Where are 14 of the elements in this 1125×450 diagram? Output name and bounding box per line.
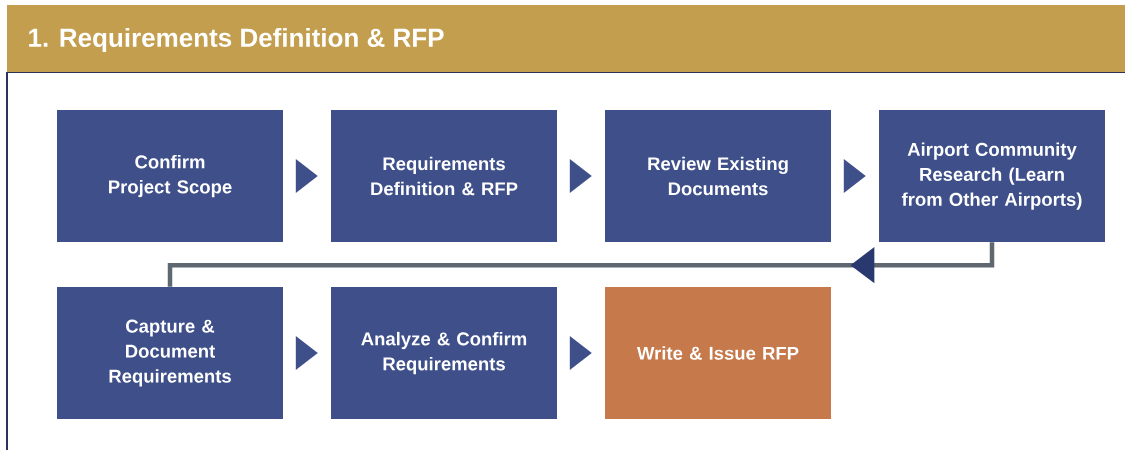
connector-arrow [167, 242, 995, 287]
process-box: Confirm Project Scope [57, 110, 283, 242]
title-banner: 1. Requirements Definition & RFP [7, 5, 1125, 72]
process-box: Review Existing Documents [605, 110, 831, 242]
arrow [295, 336, 318, 370]
process-box: Capture & Document Requirements [57, 287, 283, 419]
arrow [295, 159, 318, 193]
arrow [843, 159, 866, 193]
process-box: Airport Community Research (Learn from Other Airports) [879, 110, 1105, 242]
process-box: Requirements Definition & RFP [331, 110, 557, 242]
process-box: Analyze & Confirm Requirements [331, 287, 557, 419]
arrow [569, 336, 592, 370]
final-step-box: Write & Issue RFP [605, 287, 831, 419]
arrow [569, 159, 592, 193]
